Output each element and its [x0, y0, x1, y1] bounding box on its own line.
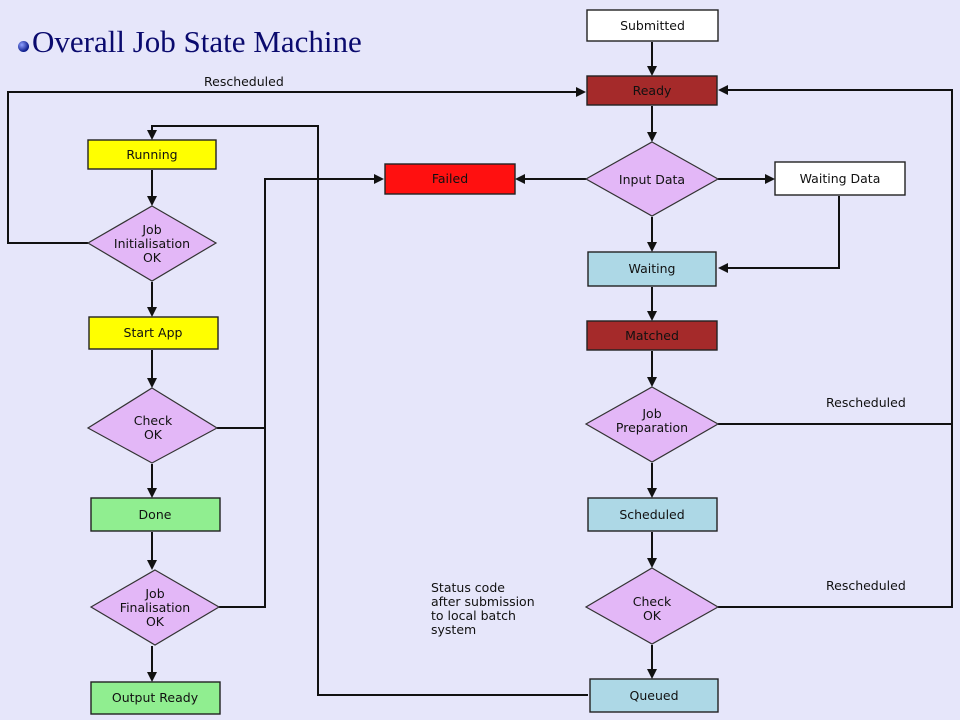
bullet-icon [18, 40, 29, 52]
decision-job-preparation-line-1: Job [641, 406, 661, 421]
state-running-label: Running [126, 147, 177, 162]
state-waiting-data-label: Waiting Data [800, 171, 881, 186]
state-scheduled-label: Scheduled [619, 507, 684, 522]
annotation-line-4: system [431, 622, 476, 637]
title-text: Overall Job State Machine [32, 24, 362, 59]
state-scheduled: Scheduled [587, 497, 718, 532]
state-waiting: Waiting [587, 251, 717, 287]
decision-job-init-ok: Job Initialisation OK [86, 205, 218, 282]
edge-waitingdata-waiting [718, 196, 840, 273]
state-done: Done [90, 497, 221, 532]
decision-job-final-ok-line-1: Job [144, 586, 164, 601]
decision-check-ok-left-line-1: Check [134, 413, 173, 428]
decision-job-final-ok: Job Finalisation OK [89, 569, 221, 646]
state-running: Running [87, 139, 217, 170]
state-ready-label: Ready [633, 83, 672, 98]
state-done-label: Done [139, 507, 172, 522]
decision-job-init-ok-line-2: Initialisation [114, 236, 190, 251]
annotation-line-2: after submission [431, 594, 535, 609]
state-ready: Ready [586, 75, 718, 106]
decision-job-preparation-line-2: Preparation [616, 420, 688, 435]
state-matched-label: Matched [625, 328, 679, 343]
state-queued: Queued [589, 678, 719, 713]
decision-check-ok-left: Check OK [86, 387, 219, 464]
decision-job-final-ok-line-3: OK [146, 614, 165, 629]
slide-title: Overall Job State Machine [18, 24, 362, 60]
decision-input-data: Input Data [584, 141, 720, 217]
state-submitted: Submitted [586, 9, 719, 42]
state-waiting-label: Waiting [629, 261, 676, 276]
edge-queued-running [147, 125, 588, 696]
decision-input-data-label: Input Data [619, 172, 685, 187]
decision-check-ok-left-line-2: OK [144, 427, 163, 442]
edge-jobfinal-failed [219, 174, 384, 608]
decision-job-init-ok-line-3: OK [143, 250, 162, 265]
state-failed: Failed [384, 163, 516, 195]
decision-job-preparation: Job Preparation [584, 386, 720, 463]
state-output-ready: Output Ready [90, 681, 221, 715]
annotation-line-3: to local batch [431, 608, 516, 623]
edge-jobinit-rescheduled [7, 87, 586, 244]
state-matched: Matched [586, 320, 718, 351]
edge-checkok-rescheduled [718, 85, 953, 608]
annotation-line-1: Status code [431, 580, 505, 595]
annotation-status-code: Status code after submission to local ba… [431, 580, 535, 637]
state-failed-label: Failed [432, 171, 468, 186]
state-output-ready-label: Output Ready [112, 690, 199, 705]
state-waiting-data: Waiting Data [774, 161, 906, 196]
decision-job-final-ok-line-2: Finalisation [120, 600, 190, 615]
edges [7, 42, 953, 696]
decision-check-ok-right-line-1: Check [633, 594, 672, 609]
state-start-app: Start App [88, 316, 219, 350]
decision-job-init-ok-line-1: Job [141, 222, 161, 237]
decision-check-ok-right-line-2: OK [643, 608, 662, 623]
label-rescheduled-top: Rescheduled [204, 74, 284, 89]
state-start-app-label: Start App [124, 325, 183, 340]
decision-check-ok-right: Check OK [584, 567, 720, 645]
state-queued-label: Queued [630, 688, 679, 703]
label-rescheduled-prep: Rescheduled [826, 395, 906, 410]
label-rescheduled-check: Rescheduled [826, 578, 906, 593]
state-submitted-label: Submitted [620, 18, 685, 33]
